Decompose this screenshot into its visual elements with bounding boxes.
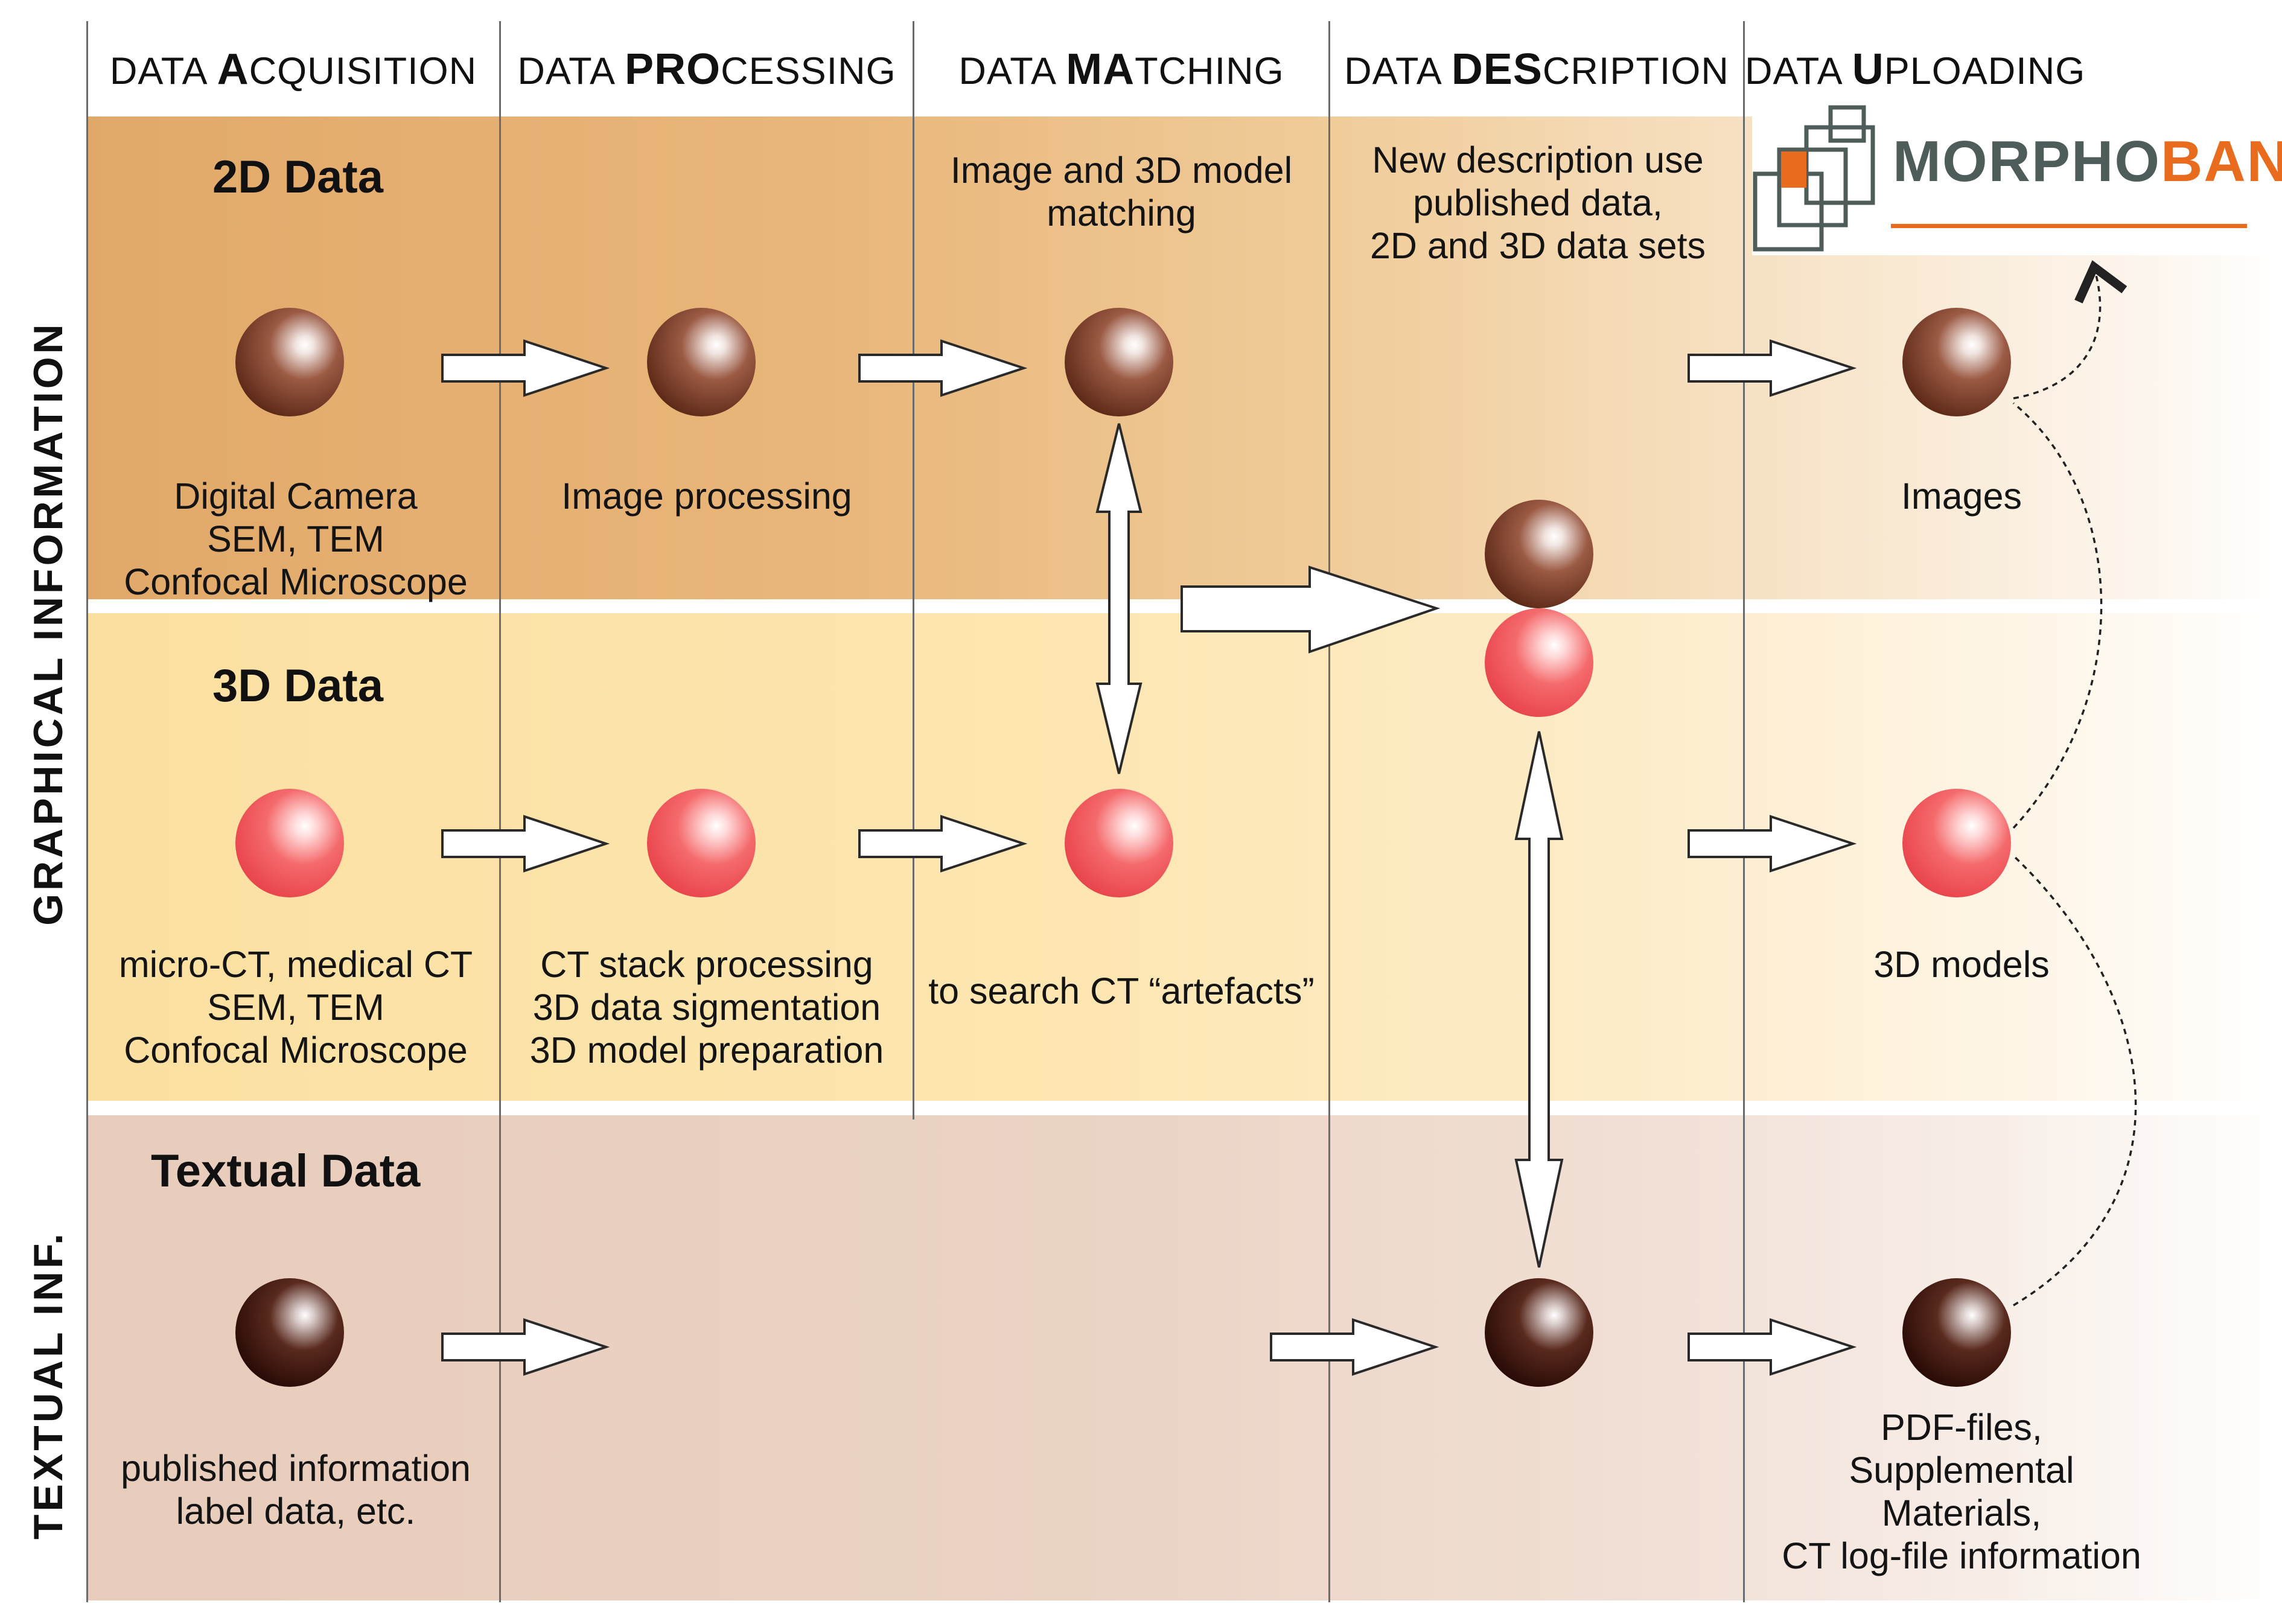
double-arrow-2d-3d-matching [1095, 423, 1143, 774]
header-bold: DES [1451, 45, 1543, 94]
arrow-2d-desc-to-upload [1688, 339, 1857, 397]
sphere-3d-acquisition [235, 789, 344, 897]
line: Images [1901, 476, 2022, 517]
heading-3d-data: 3D Data [212, 660, 383, 712]
dashed-connector-text-to-3d [2012, 855, 2137, 1307]
sphere-3d-uploading [1902, 789, 2011, 897]
sphere-2d-processing [647, 308, 756, 416]
header-data-acquisition: DATA ACQUISITION [88, 42, 499, 97]
line: Image and 3D model [950, 150, 1293, 191]
header-rest: CQUISITION [249, 50, 477, 92]
line: Confocal Microscope [124, 561, 468, 602]
line: New description use [1372, 139, 1704, 180]
header-data-matching: DATA MATCHING [914, 42, 1328, 97]
line: 3D models [1873, 944, 2050, 985]
column-divider-4 [1328, 21, 1330, 1602]
line: label data, etc. [176, 1491, 416, 1532]
column-divider-3 [913, 21, 914, 1119]
line: Materials, [1881, 1492, 2042, 1533]
text-2d-description: New description use published data, 2D a… [1330, 139, 1745, 267]
arrow-text-to-description [1270, 1318, 1439, 1376]
sphere-3d-matching [1065, 789, 1173, 897]
sphere-textual-description [1485, 1278, 1593, 1387]
header-prefix: DATA [1745, 50, 1852, 92]
double-arrow-3d-text-description [1514, 731, 1564, 1268]
sphere-2d-matching [1065, 308, 1173, 416]
dashed-connector-2d-to-logo [2013, 260, 2127, 400]
line: CT log-file information [1782, 1535, 2141, 1576]
header-data-processing: DATA PROCESSING [501, 42, 913, 97]
line: SEM, TEM [207, 987, 384, 1028]
text-2d-uploading: Images [1805, 475, 2118, 518]
sphere-3d-description [1485, 608, 1593, 717]
text-3d-processing: CT stack processing 3D data sigmentation… [501, 943, 913, 1072]
arrow-2d-proc-to-match [858, 339, 1028, 397]
morphobank-logo: MORPHOBANK [1752, 104, 2282, 255]
text-3d-matching: to search CT “artefacts” [914, 970, 1328, 1013]
sphere-textual-acquisition [235, 1278, 344, 1387]
header-prefix: DATA [1344, 50, 1452, 92]
header-data-description: DATA DESCRIPTION [1330, 42, 1743, 97]
text-2d-matching: Image and 3D model matching [914, 149, 1328, 235]
sphere-textual-uploading [1902, 1278, 2011, 1387]
text-textual-acquisition: published information label data, etc. [91, 1447, 501, 1533]
heading-textual-data: Textual Data [151, 1145, 421, 1197]
arrow-matching-to-description [1181, 565, 1441, 654]
morphobank-logo-mark [1753, 105, 2247, 252]
line: matching [1047, 193, 1196, 234]
header-bold: A [217, 45, 249, 94]
arrow-3d-desc-to-upload [1688, 815, 1857, 873]
header-prefix: DATA [517, 50, 625, 92]
header-rest: PLOADING [1884, 50, 2086, 92]
sphere-2d-uploading [1902, 308, 2011, 416]
column-divider-2 [499, 21, 501, 1602]
sphere-2d-acquisition [235, 308, 344, 416]
line: Supplemental [1849, 1450, 2074, 1491]
line: micro-CT, medical CT [118, 944, 473, 985]
text-2d-acquisition: Digital Camera SEM, TEM Confocal Microsc… [91, 475, 501, 603]
header-rest: CRIPTION [1542, 50, 1729, 92]
header-bold: MA [1066, 45, 1135, 94]
line: Confocal Microscope [124, 1030, 468, 1071]
arrow-2d-acq-to-proc [441, 339, 610, 397]
header-bold: U [1852, 45, 1884, 94]
sphere-2d-description [1485, 500, 1593, 608]
line: CT stack processing [540, 944, 873, 985]
arrow-3d-proc-to-match [858, 815, 1028, 873]
line: Image processing [561, 476, 852, 517]
header-bold: PRO [625, 45, 721, 94]
text-3d-uploading: 3D models [1805, 943, 2118, 986]
arrow-3d-acq-to-proc [441, 815, 610, 873]
text-3d-acquisition: micro-CT, medical CT SEM, TEM Confocal M… [91, 943, 501, 1072]
line: published information [121, 1448, 471, 1489]
logo-word-morpho: MORPHO [1893, 129, 2161, 194]
header-data-uploading: DATA UPLOADING [1745, 42, 2086, 97]
sphere-3d-processing [647, 789, 756, 897]
header-prefix: DATA [958, 50, 1066, 92]
line: 3D model preparation [529, 1030, 884, 1071]
line: PDF-files, [1881, 1407, 2042, 1448]
dashed-connector-3d-to-2d [2012, 402, 2103, 829]
column-divider-1 [86, 21, 88, 1602]
arrow-text-desc-to-upload [1688, 1318, 1857, 1376]
header-rest: CESSING [721, 50, 896, 92]
text-2d-processing: Image processing [501, 475, 913, 518]
line: 3D data sigmentation [532, 987, 881, 1028]
arrow-text-acq-to-proc [441, 1318, 610, 1376]
line: Digital Camera [174, 476, 418, 517]
line: SEM, TEM [207, 518, 384, 559]
heading-2d-data: 2D Data [212, 151, 383, 203]
line: 2D and 3D data sets [1369, 225, 1706, 266]
line: to search CT “artefacts” [928, 970, 1315, 1011]
header-prefix: DATA [109, 50, 217, 92]
logo-word-bank: BANK [2161, 129, 2282, 194]
column-divider-5 [1743, 21, 1745, 1602]
line: published data, [1413, 182, 1663, 223]
text-textual-uploading: PDF-files, Supplemental Materials, CT lo… [1750, 1406, 2173, 1578]
logo-wordmark: MORPHOBANK [1893, 129, 2282, 195]
header-rest: TCHING [1135, 50, 1284, 92]
